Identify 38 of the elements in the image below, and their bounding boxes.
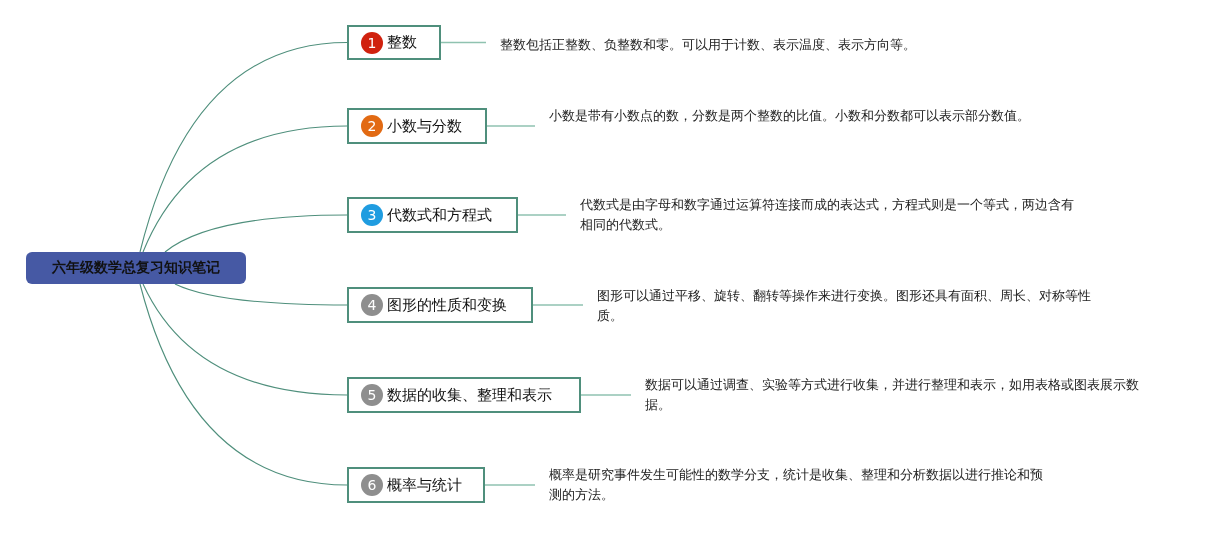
note-text: 小数是带有小数点的数，分数是两个整数的比值。小数和分数都可以表示部分数值。 xyxy=(549,106,1049,126)
branch-line xyxy=(142,125,348,253)
topic-title: 图形的性质和变换 xyxy=(387,295,507,315)
note-text: 概率是研究事件发生可能性的数学分支，统计是收集、整理和分析数据以进行推论和预测的方法。 xyxy=(549,465,1049,505)
number-badge: 2 xyxy=(361,115,383,137)
topic-box xyxy=(347,467,485,503)
topic-title: 小数与分数 xyxy=(387,116,462,136)
number-badge: 1 xyxy=(361,31,383,54)
topic-title: 代数式和方程式 xyxy=(387,205,492,225)
topic-title: 数据的收集、整理和表示 xyxy=(387,385,552,405)
topic-box xyxy=(347,108,487,144)
branch-line xyxy=(139,41,348,253)
number-badge: 4 xyxy=(361,294,383,316)
connector-line xyxy=(532,304,584,306)
topic-box xyxy=(347,197,518,233)
branch-line xyxy=(142,283,348,396)
connector-line xyxy=(484,484,536,486)
note-text: 代数式是由字母和数字通过运算符连接而成的表达式，方程式则是一个等式，两边含有相同的代数式。 xyxy=(580,195,1080,235)
connector-line xyxy=(486,125,536,127)
topic-box xyxy=(347,287,533,323)
connector-line xyxy=(580,394,632,396)
branch-line xyxy=(174,283,348,306)
note-text: 数据可以通过调查、实验等方式进行收集，并进行整理和表示，如用表格或图表展示数据。 xyxy=(645,375,1145,415)
topic-box xyxy=(347,25,441,60)
central-topic-title: 六年级数学总复习知识笔记 xyxy=(52,259,220,277)
connector-line xyxy=(517,214,567,216)
topic-title: 整数 xyxy=(387,33,417,52)
number-badge: 3 xyxy=(361,204,383,226)
number-badge: 5 xyxy=(361,384,383,406)
topic-title: 概率与统计 xyxy=(387,475,462,495)
topic-box xyxy=(347,377,581,413)
number-badge: 6 xyxy=(361,474,383,496)
note-text: 图形可以通过平移、旋转、翻转等操作来进行变换。图形还具有面积、周长、对称等性质。 xyxy=(597,286,1097,326)
branch-line xyxy=(164,214,348,253)
connector-line xyxy=(440,41,487,44)
central-topic-box xyxy=(26,252,246,284)
note-text: 整数包括正整数、负整数和零。可以用于计数、表示温度、表示方向等。 xyxy=(500,35,980,55)
branch-line xyxy=(139,283,348,486)
